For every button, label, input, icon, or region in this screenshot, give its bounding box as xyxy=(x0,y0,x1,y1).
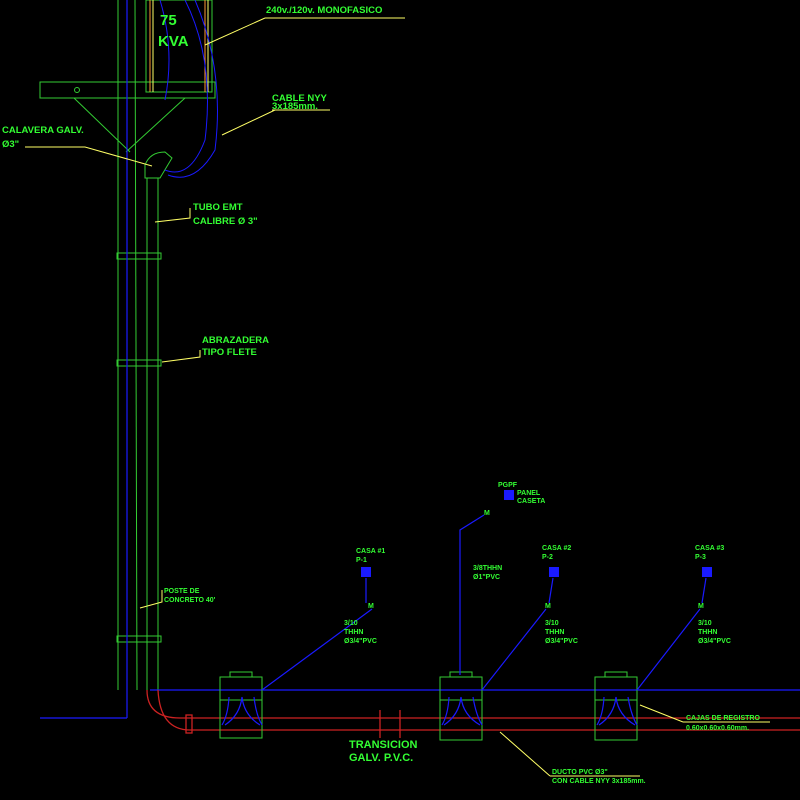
ducto-label: CON CABLE NYY 3x185mm. xyxy=(552,778,646,785)
house-name: CASA #3 xyxy=(695,545,724,552)
tubo-label: CALIBRE Ø 3" xyxy=(193,216,258,227)
clamp xyxy=(116,635,162,643)
meter-label: M xyxy=(545,603,551,610)
clamp xyxy=(116,359,162,367)
transicion-label: GALV. P.V.C. xyxy=(349,752,413,764)
house-name: CASA #2 xyxy=(542,545,571,552)
pole-structure xyxy=(39,0,216,691)
transformer-rating: 75 xyxy=(160,12,177,29)
feeder-label: Ø1"PVC xyxy=(473,574,500,581)
ducto-label: DUCTO PVC Ø3" xyxy=(552,769,608,776)
cable-label: 3x185mm. xyxy=(272,101,318,112)
feeder-label: 3/8THHN xyxy=(473,565,502,572)
cable-label: CABLE NYY xyxy=(272,93,328,104)
panel-name: CASETA xyxy=(517,498,545,505)
transformer-unit: KVA xyxy=(158,33,189,50)
feeder-label: THHN xyxy=(698,629,717,636)
cajas-label: CAJAS DE REGISTRO xyxy=(686,715,760,722)
clamp xyxy=(116,252,162,260)
house-name: CASA #1 xyxy=(356,548,385,555)
poste-label: POSTE DE xyxy=(164,588,200,595)
leaders xyxy=(25,109,770,777)
abrazadera-label: TIPO FLETE xyxy=(202,347,257,358)
registry-boxes xyxy=(219,671,638,741)
calavera-label: Ø3" xyxy=(2,139,19,150)
panel-name: PANEL xyxy=(517,490,541,497)
feeder-label: 3/10 xyxy=(698,620,712,627)
transformer-spec: 240v./120v. MONOFASICO xyxy=(266,5,382,16)
cajas-label: 0.60x0.60x0.60mm. xyxy=(686,725,749,732)
duct xyxy=(146,689,800,738)
house-panel: P-3 xyxy=(695,554,706,561)
meter-label: M xyxy=(698,603,704,610)
panels xyxy=(361,490,712,577)
feeder-label: Ø3/4"PVC xyxy=(344,638,377,645)
feeder-label: Ø3/4"PVC xyxy=(545,638,578,645)
transicion-label: TRANSICION xyxy=(349,739,418,751)
feeder-label: THHN xyxy=(344,629,363,636)
transformer: 75 KVA xyxy=(145,0,218,178)
house-panel: P-1 xyxy=(356,557,367,564)
cables xyxy=(221,514,707,726)
feeder-label: Ø3/4"PVC xyxy=(698,638,731,645)
feeder-label: THHN xyxy=(545,629,564,636)
house-panel: P-2 xyxy=(542,554,553,561)
calavera-label: CALAVERA GALV. xyxy=(2,125,84,136)
poste-label: CONCRETO 40' xyxy=(164,597,216,604)
abrazadera-label: ABRAZADERA xyxy=(202,335,269,346)
feeder-label: 3/10 xyxy=(344,620,358,627)
meter-label: M xyxy=(368,603,374,610)
tubo-label: TUBO EMT xyxy=(193,202,243,213)
panel-code: PGPF xyxy=(498,482,518,489)
feeder-label: 3/10 xyxy=(545,620,559,627)
meter-label: M xyxy=(484,510,490,517)
